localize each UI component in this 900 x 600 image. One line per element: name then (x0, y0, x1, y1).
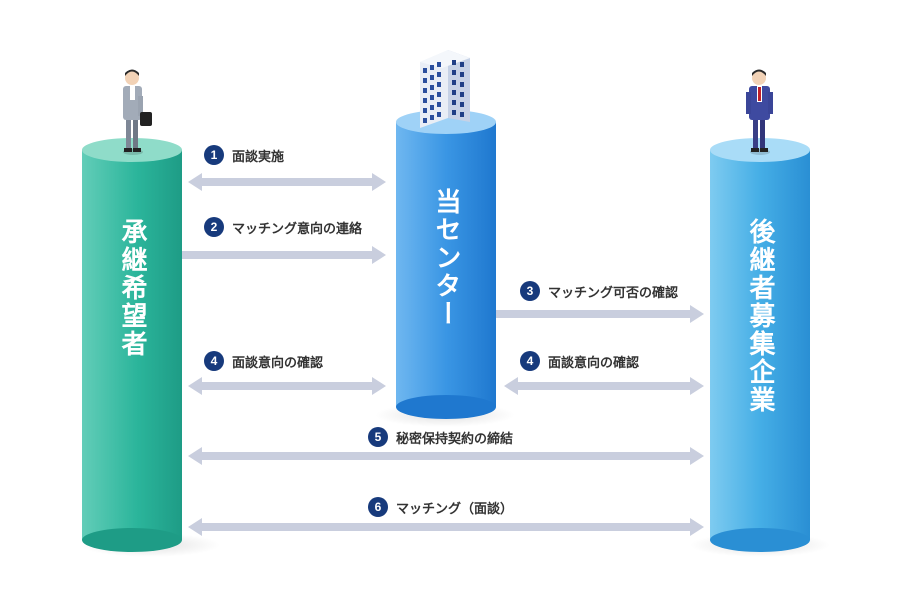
step-5-label: 5 秘密保持契約の締結 (368, 426, 513, 448)
arrow-step-1 (188, 173, 386, 191)
left-pillar-label: 承継希望者 (117, 218, 147, 358)
step-number-badge: 3 (520, 281, 540, 301)
step-text: 面談意向の確認 (232, 355, 324, 371)
step-text: 秘密保持契約の締結 (396, 431, 514, 447)
step-6-label: 6 マッチング（面談） (368, 496, 513, 518)
arrow-step-2 (182, 246, 386, 264)
step-4-left-label: 4 面談意向の確認 (204, 350, 323, 372)
step-text: マッチング意向の連絡 (232, 221, 363, 237)
step-text: マッチング（面談） (396, 501, 514, 517)
step-number-badge: 5 (368, 427, 388, 447)
step-number-badge: 4 (520, 351, 540, 371)
step-4-right-label: 4 面談意向の確認 (520, 350, 639, 372)
step-text: 面談意向の確認 (548, 355, 640, 371)
arrow-step-4-right (504, 377, 704, 395)
building-icon (420, 50, 470, 128)
step-number-badge: 2 (204, 217, 224, 237)
arrow-step-4-left (188, 377, 386, 395)
arrow-step-3 (496, 305, 704, 323)
step-2-label: 2 マッチング意向の連絡 (204, 216, 362, 238)
step-text: マッチング可否の確認 (548, 285, 679, 301)
step-3-label: 3 マッチング可否の確認 (520, 280, 678, 302)
arrows (182, 173, 704, 536)
step-text: 面談実施 (232, 149, 285, 165)
step-number-badge: 6 (368, 497, 388, 517)
step-number-badge: 4 (204, 351, 224, 371)
recruiting-company-person-icon (746, 69, 773, 155)
step-number-badge: 1 (204, 145, 224, 165)
right-pillar (710, 138, 810, 552)
left-pillar (82, 138, 182, 552)
arrow-step-6 (188, 518, 704, 536)
successor-candidate-person-icon (123, 69, 152, 155)
step-1-label: 1 面談実施 (204, 144, 284, 166)
center-pillar-label: 当センター (431, 188, 461, 328)
arrow-step-5 (188, 447, 704, 465)
right-pillar-label: 後継者募集企業 (745, 218, 775, 414)
